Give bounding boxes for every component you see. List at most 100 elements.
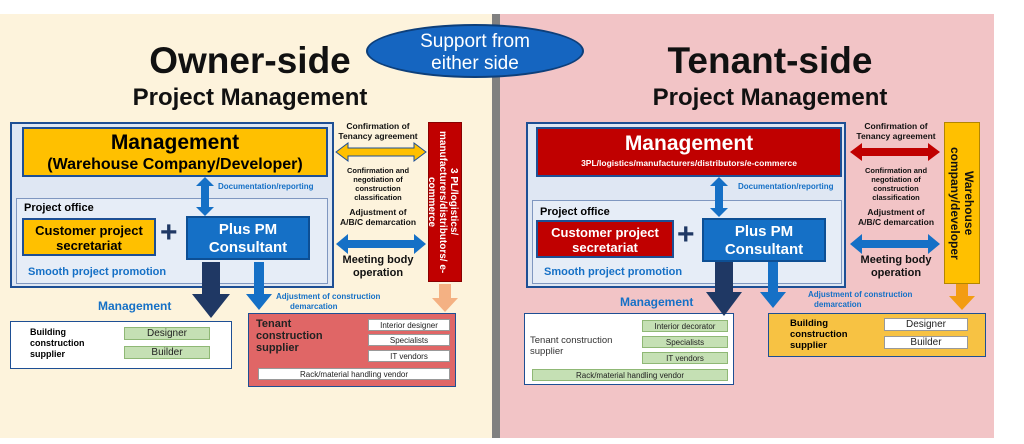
tenant-adjust-construction-line1: Adjustment of construction	[808, 290, 913, 299]
support-bubble: Support from either side	[366, 24, 584, 78]
tenant-management-box: Management 3PL/logistics/manufacturers/d…	[536, 127, 842, 177]
tenant-meeting-body: Meeting body operation	[850, 254, 942, 280]
tenant-customer-secretariat-line1: Customer project	[551, 225, 659, 240]
tenant-doc-reporting: Documentation/reporting	[738, 182, 834, 191]
owner-consultant-box: Plus PM Consultant	[186, 216, 310, 260]
tenant-consultant-line1: Plus PM	[734, 223, 794, 240]
owner-confirm-tenancy: Confirmation of Tenancy agreement	[332, 121, 424, 141]
tenant-management-party: 3PL/logistics/manufacturers/distributors…	[581, 158, 797, 168]
tenant-customer-secretariat: Customer project secretariat	[536, 220, 674, 258]
owner-smooth-promotion: Smooth project promotion	[28, 266, 167, 278]
owner-doc-reporting: Documentation/reporting	[218, 182, 314, 191]
tenant-project-office-label: Project office	[540, 206, 610, 218]
tenant-building-supplier-line1: Building	[790, 318, 828, 329]
tenant-interior-decorator: Interior decorator	[642, 320, 728, 332]
tenant-plus-sign: +	[677, 218, 695, 251]
tenant-confirm-tenancy: Confirmation of Tenancy agreement	[846, 121, 946, 141]
tenant-party-arrow	[949, 284, 975, 310]
tenant-title: Tenant-side	[667, 40, 873, 81]
tenant-confirm-negotiation-line4: classification	[872, 193, 920, 202]
tenant-adjust-arrow	[760, 262, 786, 308]
owner-builder: Builder	[124, 346, 210, 359]
owner-customer-secretariat-line1: Customer project	[35, 223, 143, 238]
owner-it-vendors: IT vendors	[368, 350, 450, 362]
owner-building-supplier-line3: supplier	[30, 349, 66, 359]
tenant-building-supplier-label: Building construction supplier	[790, 318, 848, 351]
owner-confirm-negotiation: Confirmation and negotiation of construc…	[334, 166, 422, 202]
owner-adjust-abc-line1: Adjustment of	[349, 207, 407, 217]
owner-adjust-abc: Adjustment of A/B/C demarcation	[334, 207, 422, 227]
tenant-smooth-promotion: Smooth project promotion	[544, 266, 683, 278]
tenant-adjust-construction-line2: demarcation	[814, 300, 862, 309]
owner-interior-designer: Interior designer	[368, 319, 450, 331]
tenant-tenant-supplier-line2: supplier	[530, 346, 564, 357]
tenant-adjust-abc: Adjustment of A/B/C demarcation	[850, 207, 942, 227]
owner-tenant-supplier-line3: supplier	[256, 342, 299, 354]
tenant-confirm-negotiation: Confirmation and negotiation of construc…	[850, 166, 942, 202]
tenant-confirm-negotiation-line2: negotiation of	[871, 175, 921, 184]
owner-subtitle: Project Management	[132, 84, 368, 111]
owner-tenant-supplier-line1: Tenant	[256, 318, 292, 330]
owner-meeting-line1: Meeting body	[342, 254, 414, 266]
tenant-tenant-supplier-label: Tenant construction supplier	[530, 335, 612, 357]
tenant-meeting-line2: operation	[870, 267, 922, 279]
owner-adjust-construction: Adjustment of construction demarcation	[276, 292, 396, 312]
tenant-building-supplier-line2: construction	[790, 329, 848, 340]
owner-adjust-arrow	[246, 262, 272, 310]
owner-customer-secretariat-line2: secretariat	[56, 238, 122, 253]
owner-meeting-arrow	[336, 234, 426, 254]
tenant-rack-vendor: Rack/material handling vendor	[532, 369, 728, 381]
owner-management-box: Management (Warehouse Company/Developer)	[22, 127, 328, 177]
tenant-builder: Builder	[884, 336, 968, 349]
tenant-building-supplier-line3: supplier	[790, 340, 827, 351]
owner-building-supplier-line2: construction	[30, 338, 85, 348]
owner-rack-vendor: Rack/material handling vendor	[258, 368, 450, 380]
owner-meeting-body: Meeting body operation	[334, 254, 422, 280]
owner-management-party: (Warehouse Company/Developer)	[47, 156, 303, 173]
tenant-consultant-box: Plus PM Consultant	[702, 218, 826, 262]
owner-confirm-tenancy-line1: Confirmation of	[346, 121, 410, 131]
owner-customer-secretariat: Customer project secretariat	[22, 218, 156, 256]
owner-management-arrow	[192, 262, 230, 318]
owner-building-supplier-label: Building construction supplier	[30, 327, 85, 360]
tenant-adjust-construction: Adjustment of construction demarcation	[808, 290, 938, 310]
owner-tenant-supplier-label: Tenant construction supplier	[256, 318, 323, 354]
owner-management-label: Management	[98, 299, 172, 313]
tenant-adjust-abc-line2: A/B/C demarcation	[857, 217, 935, 227]
owner-meeting-line2: operation	[352, 267, 404, 279]
owner-adjust-construction-line1: Adjustment of construction	[276, 292, 381, 301]
owner-project-office-label: Project office	[24, 202, 94, 214]
owner-management-title: Management	[110, 131, 240, 154]
tenant-specialists: Specialists	[642, 336, 728, 348]
support-bubble-line2: either side	[431, 53, 519, 74]
tenant-subtitle: Project Management	[652, 84, 888, 111]
tenant-tenancy-arrow	[850, 143, 940, 161]
tenant-confirm-tenancy-line1: Confirmation of	[864, 121, 928, 131]
owner-tenant-supplier-line2: construction	[256, 330, 323, 342]
owner-tenant-party-box: 3 PL/logistics/ manufacturers/distributo…	[426, 122, 462, 282]
owner-specialists: Specialists	[368, 334, 450, 346]
owner-confirm-negotiation-line4: classification	[354, 193, 402, 202]
owner-consultant-line2: Consultant	[208, 239, 288, 256]
tenant-management-arrow	[706, 262, 742, 316]
owner-confirm-tenancy-line2: Tenancy agreement	[338, 131, 418, 141]
tenant-confirm-negotiation-line1: Confirmation and	[864, 166, 928, 175]
owner-party-arrow	[432, 284, 458, 312]
owner-confirm-negotiation-line2: negotiation of	[353, 175, 403, 184]
owner-confirm-negotiation-line3: construction	[355, 184, 401, 193]
tenant-meeting-arrow	[850, 234, 940, 254]
tenant-owner-party-box: Warehouse company/developer	[944, 122, 980, 284]
tenant-confirm-tenancy-line2: Tenancy agreement	[856, 131, 936, 141]
tenant-management-label: Management	[620, 295, 694, 309]
owner-doc-arrow	[196, 177, 214, 216]
tenant-meeting-line1: Meeting body	[860, 254, 932, 266]
owner-designer: Designer	[124, 327, 210, 340]
owner-consultant-line1: Plus PM	[218, 221, 278, 238]
owner-adjust-abc-line2: A/B/C demarcation	[339, 217, 417, 227]
owner-confirm-negotiation-line1: Confirmation and	[346, 166, 410, 175]
tenant-consultant-line2: Consultant	[724, 241, 804, 258]
tenant-tenant-supplier-line1: Tenant construction	[530, 335, 613, 346]
owner-tenancy-arrow	[335, 142, 427, 162]
tenant-adjust-abc-line1: Adjustment of	[867, 207, 925, 217]
owner-plus-sign: +	[160, 216, 178, 249]
